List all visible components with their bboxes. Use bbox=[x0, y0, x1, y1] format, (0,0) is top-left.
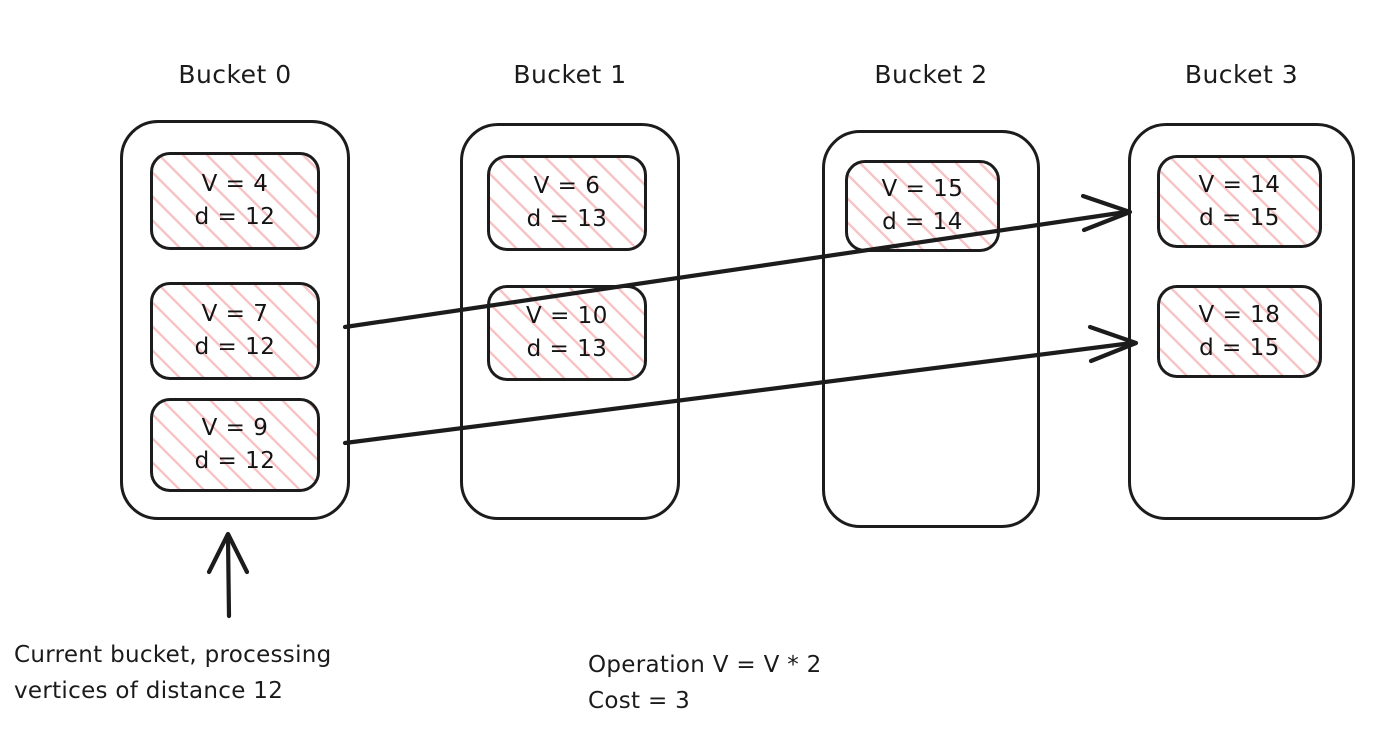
vertex-card[interactable]: V = 15 d = 14 bbox=[845, 160, 1000, 252]
vertex-card[interactable]: V = 14 d = 15 bbox=[1157, 155, 1322, 248]
current-bucket-note: Current bucket, processing vertices of d… bbox=[14, 642, 332, 704]
bucket-title-1: Bucket 1 bbox=[513, 60, 627, 89]
vertex-card[interactable]: V = 7 d = 12 bbox=[150, 282, 320, 380]
vertex-id-label: V = 9 bbox=[201, 415, 269, 442]
vertex-card[interactable]: V = 6 d = 13 bbox=[487, 155, 647, 251]
bucket-title-2: Bucket 2 bbox=[874, 60, 988, 89]
vertex-distance-label: d = 12 bbox=[194, 334, 276, 360]
current-bucket-pointer-arrow bbox=[206, 531, 250, 619]
vertex-distance-label: d = 15 bbox=[1199, 204, 1280, 231]
vertex-id-label: V = 15 bbox=[881, 176, 964, 203]
vertex-id-label: V = 4 bbox=[201, 171, 269, 198]
vertex-id-label: V = 7 bbox=[201, 301, 269, 328]
vertex-distance-label: d = 14 bbox=[882, 209, 963, 235]
vertex-distance-label: d = 12 bbox=[194, 448, 276, 474]
vertex-card[interactable]: V = 4 d = 12 bbox=[150, 152, 320, 250]
vertex-distance-label: d = 13 bbox=[526, 206, 608, 232]
vertex-id-label: V = 14 bbox=[1198, 171, 1281, 198]
operation-note: Operation V = V * 2 Cost = 3 bbox=[588, 652, 822, 714]
vertex-id-label: V = 10 bbox=[526, 303, 608, 330]
vertex-id-label: V = 6 bbox=[533, 173, 601, 200]
vertex-distance-label: d = 12 bbox=[194, 204, 276, 230]
vertex-distance-label: d = 13 bbox=[526, 336, 608, 362]
bucket-container-3[interactable] bbox=[1128, 123, 1355, 520]
vertex-distance-label: d = 15 bbox=[1199, 334, 1280, 361]
bucket-title-3: Bucket 3 bbox=[1184, 60, 1299, 89]
bucket-title-0: Bucket 0 bbox=[178, 60, 292, 89]
vertex-card[interactable]: V = 9 d = 12 bbox=[150, 398, 320, 492]
vertex-card[interactable]: V = 18 d = 15 bbox=[1157, 285, 1322, 378]
vertex-card[interactable]: V = 10 d = 13 bbox=[487, 285, 647, 381]
vertex-id-label: V = 18 bbox=[1198, 301, 1281, 328]
